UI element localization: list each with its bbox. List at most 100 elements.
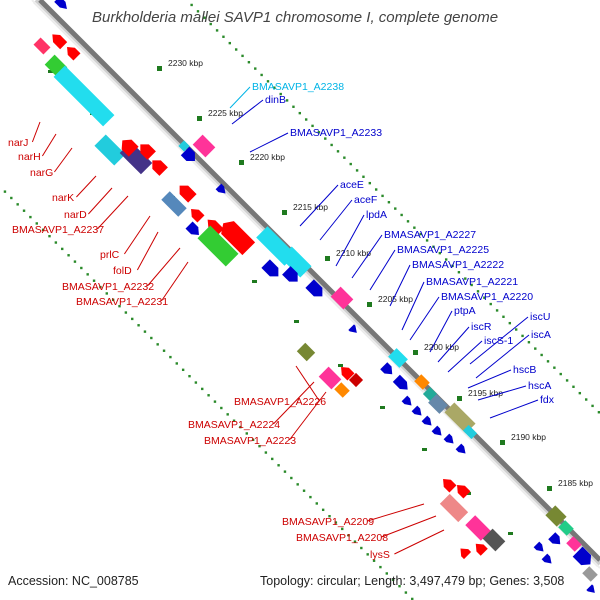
forward-leader — [409, 296, 440, 341]
guide-dot — [411, 597, 414, 600]
guide-dot — [188, 374, 191, 378]
forward-gene — [462, 424, 478, 440]
guide-dot — [438, 251, 442, 255]
guide-dot — [572, 385, 575, 388]
tick-label: 2220 kbp — [250, 152, 285, 162]
tick-mark — [413, 350, 418, 355]
tick-mark — [325, 256, 330, 261]
reverse-gene-label: BMASAVP1_A2237 — [12, 224, 104, 236]
forward-leader — [477, 385, 527, 401]
guide-dot — [271, 457, 274, 461]
reverse-gene — [197, 225, 239, 267]
forward-gene-label: BMASAVP1_A2227 — [384, 229, 476, 241]
guide-dot — [476, 290, 480, 293]
guide-dot — [239, 425, 242, 429]
forward-gene-label: BMASAVP1_A2238 — [252, 81, 344, 93]
tick-mark — [282, 210, 287, 215]
reverse-gene-label: BMASAVP1_A2231 — [76, 296, 168, 308]
backbone-shadow — [33, 0, 600, 567]
topology-summary: Topology: circular; Length: 3,497,479 bp… — [260, 574, 565, 588]
reverse-leader — [97, 195, 129, 230]
gene-block — [296, 342, 316, 362]
forward-gene — [215, 183, 226, 194]
reverse-gene — [161, 191, 187, 217]
reverse-gene — [341, 367, 355, 381]
forward-gene — [180, 146, 195, 161]
forward-gene — [548, 532, 561, 545]
guide-dot — [228, 41, 232, 45]
gene-arrow — [215, 183, 226, 194]
gene-block — [465, 515, 491, 541]
guide-dot — [387, 201, 391, 204]
forward-gene — [455, 443, 466, 454]
gene-block — [545, 505, 567, 527]
guide-dot — [232, 419, 236, 422]
gene-block — [33, 37, 51, 55]
guide-dot — [105, 292, 108, 295]
tick-mark — [197, 116, 202, 121]
gene-arrow — [443, 433, 454, 444]
forward-leader — [429, 310, 453, 353]
tick-mark-small — [466, 492, 471, 495]
reverse-gene — [221, 221, 256, 256]
gene-arrow — [455, 443, 466, 454]
forward-gene — [330, 286, 354, 310]
gene-arrow — [457, 485, 471, 499]
backbone-line — [38, 0, 600, 562]
tick-mark-small — [380, 406, 385, 409]
gene-block — [318, 366, 342, 390]
tick-mark-small — [252, 280, 257, 283]
guide-dot — [328, 514, 331, 518]
forward-gene — [545, 505, 567, 527]
gene-arrow — [572, 546, 592, 566]
guide-dot — [355, 169, 359, 172]
gene-arrow — [533, 541, 544, 552]
guide-dot — [330, 143, 333, 147]
reverse-gene — [179, 185, 197, 203]
gene-arrow — [121, 139, 139, 157]
guide-dot — [302, 489, 306, 492]
guide-dot — [483, 296, 486, 299]
gene-arrow — [54, 0, 67, 9]
guide-dot — [366, 553, 369, 556]
gene-block — [161, 191, 187, 217]
forward-gene-label: iscU — [530, 311, 550, 323]
guide-dot — [61, 247, 64, 251]
guide-dot — [349, 162, 352, 166]
forward-gene — [541, 553, 552, 564]
forward-gene-label: BMASAVP1_A2225 — [397, 244, 489, 256]
guide-dot — [222, 35, 225, 38]
tick-mark-small — [508, 532, 513, 535]
tick-mark — [547, 486, 552, 491]
reverse-gene-label: BMASAVP1_A2223 — [204, 435, 296, 447]
forward-gene-label: BMASAVP1_A2221 — [426, 276, 518, 288]
gene-block — [94, 134, 126, 166]
tick-label: 2195 kbp — [468, 388, 503, 398]
forward-gene-label: dinB — [265, 94, 286, 106]
forward-leader — [489, 399, 539, 419]
guide-dot — [290, 476, 293, 480]
guide-dot — [341, 527, 344, 531]
gene-block — [566, 536, 582, 552]
gene-block — [558, 520, 574, 536]
forward-gene-label: fdx — [540, 394, 555, 406]
reverse-gene — [482, 528, 506, 552]
guide-dot — [266, 80, 270, 83]
reverse-gene-label: BMASAVP1_A2232 — [62, 281, 154, 293]
guide-dot — [175, 362, 178, 365]
tick-mark — [500, 440, 505, 445]
guide-dot — [343, 156, 346, 159]
gene-arrow — [341, 367, 355, 381]
tick-mark — [367, 302, 372, 307]
forward-gene-label: aceE — [340, 179, 364, 191]
guide-dot — [41, 228, 45, 232]
guide-dot — [495, 309, 499, 312]
reverse-gene — [94, 134, 126, 166]
gene-arrow — [221, 221, 256, 256]
tick-label: 2185 kbp — [558, 478, 593, 488]
forward-gene — [282, 266, 298, 282]
gene-arrow — [67, 47, 81, 61]
tick-mark-small — [338, 364, 343, 367]
reverse-gene-label: BMASAVP1_A2226 — [234, 396, 326, 408]
gene-arrow — [261, 259, 279, 277]
